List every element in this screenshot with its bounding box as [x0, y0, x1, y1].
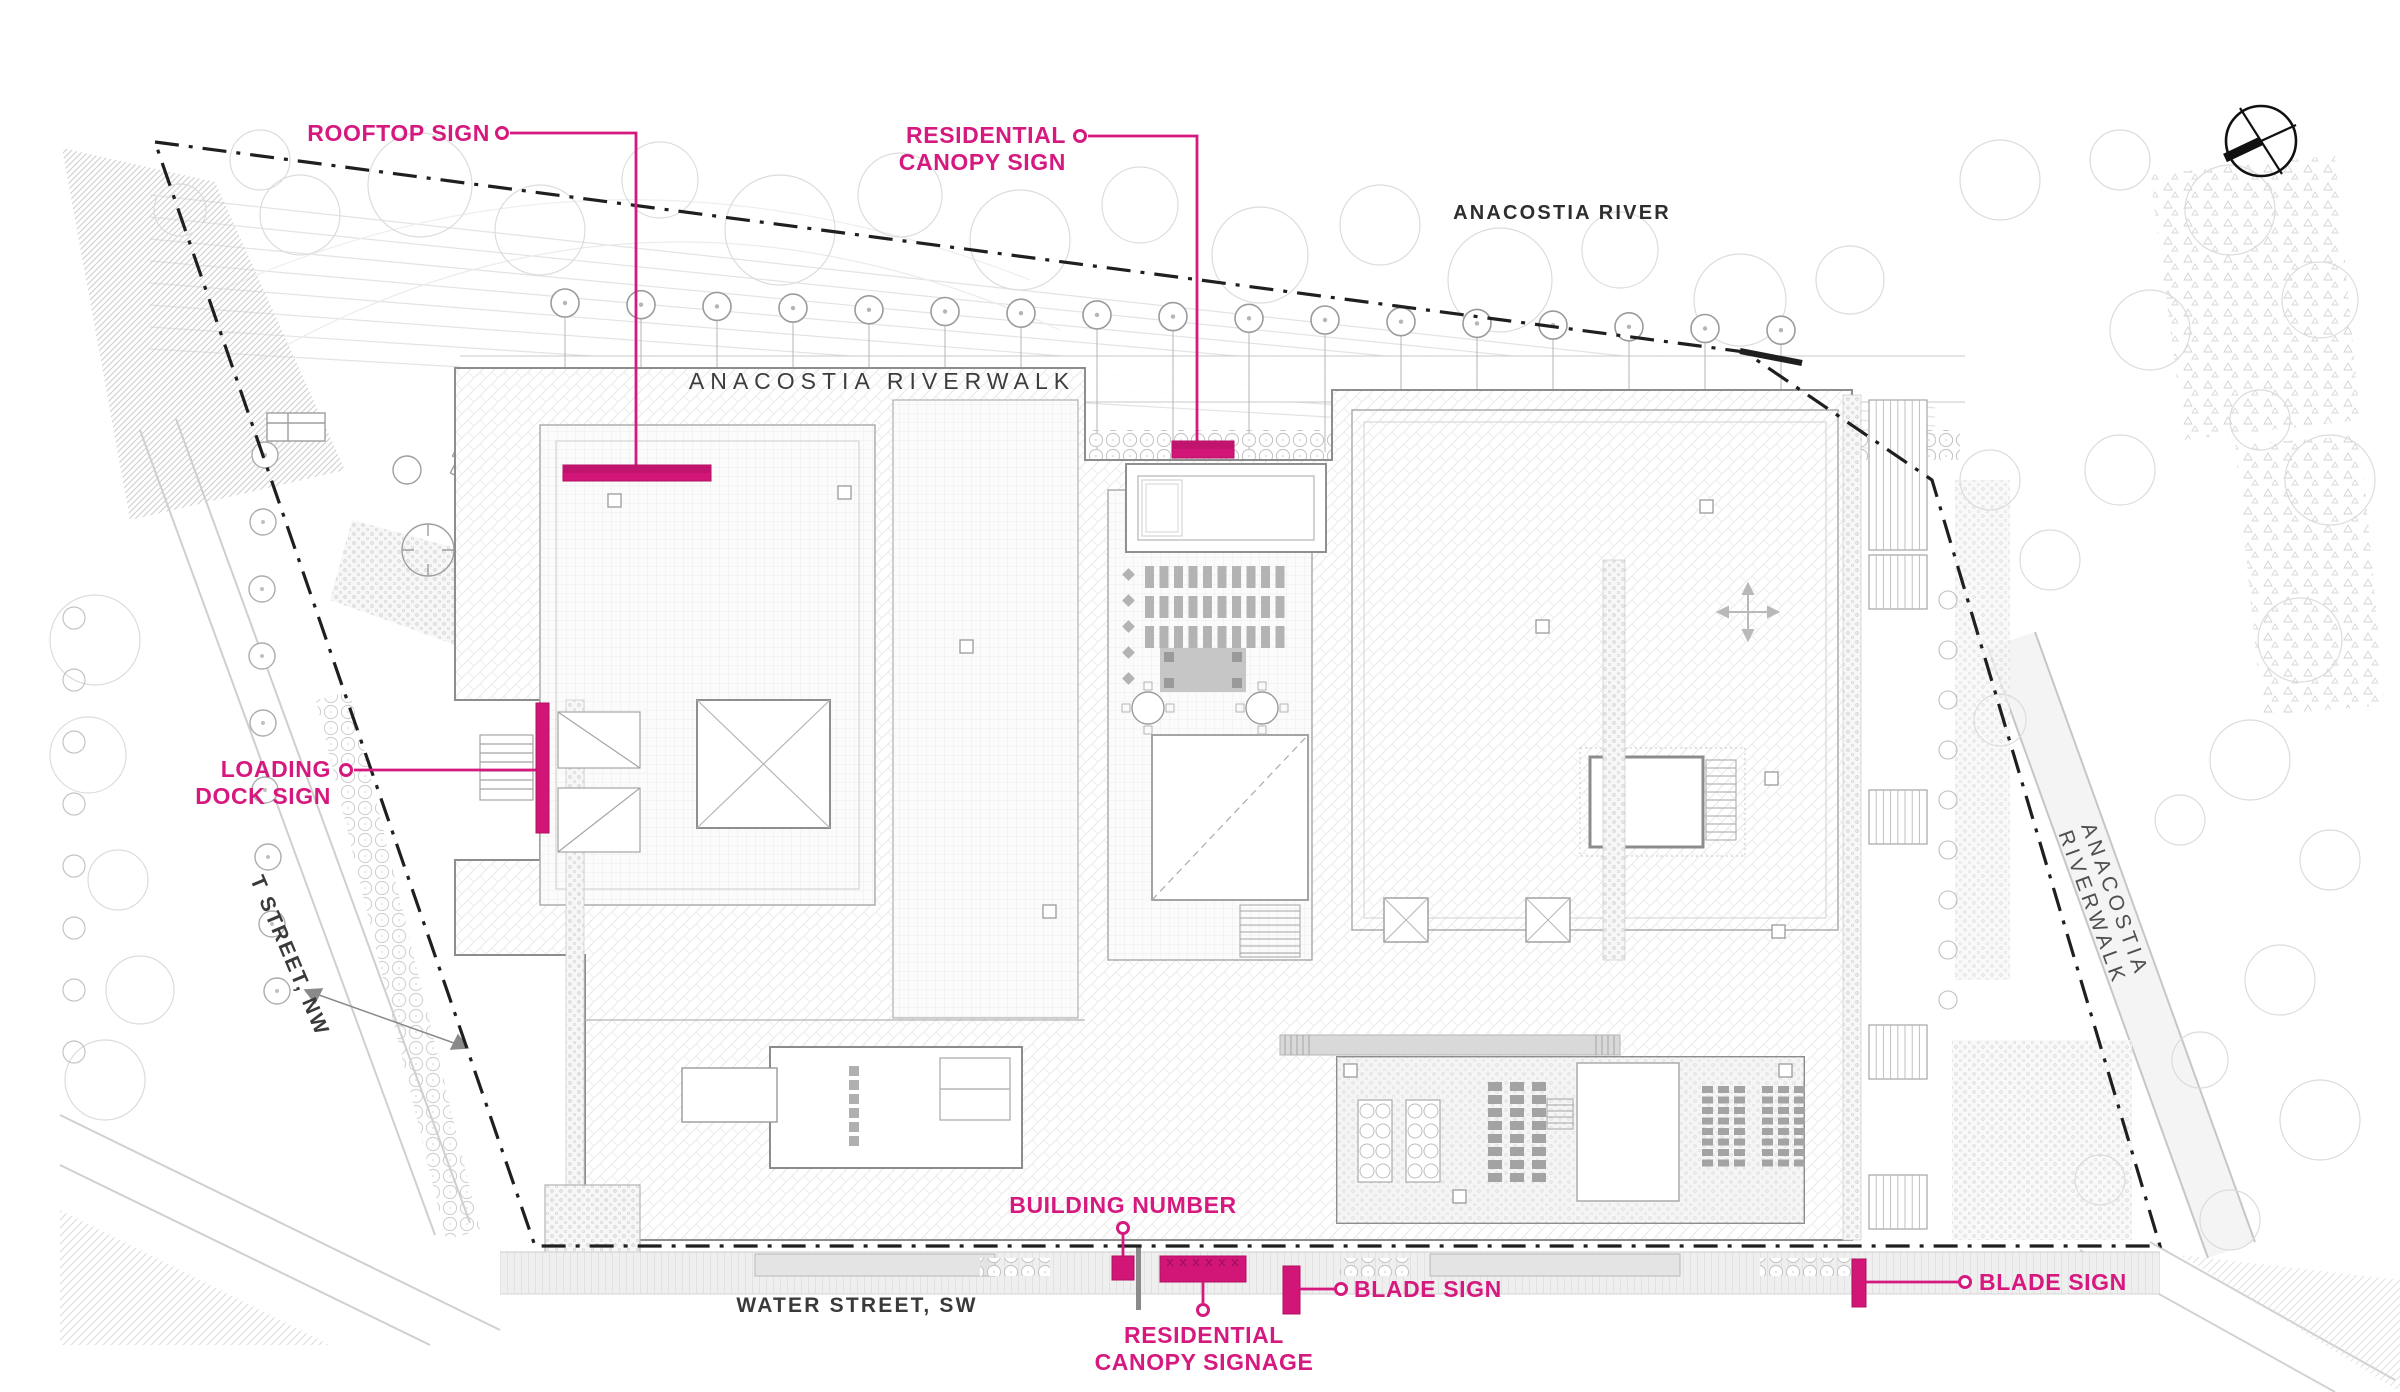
residential-canopy-sign-line1: RESIDENTIAL — [906, 122, 1066, 148]
t-street-dimension-arrow — [303, 988, 470, 1050]
building-number-label: BUILDING NUMBER — [1009, 1192, 1237, 1218]
residential-canopy-sign-marker — [1073, 129, 1235, 459]
loading-dock-sign-marker — [339, 702, 550, 834]
terrace-seating-a — [1488, 1082, 1546, 1182]
residential-canopy-signage-line1: RESIDENTIAL — [1124, 1322, 1284, 1348]
roof-vents — [607, 485, 1793, 1204]
right-landscape — [1952, 155, 2400, 1392]
east-planting-circles — [1938, 590, 1958, 1010]
east-balconies — [1868, 399, 1928, 1230]
blade-sign-left-label: BLADE SIGN — [1354, 1276, 1502, 1302]
blade-sign-left-marker — [1282, 1265, 1348, 1315]
rooftop-sign-label: ROOFTOP SIGN — [307, 120, 490, 146]
residential-canopy-sign-line2: CANOPY SIGN — [898, 149, 1066, 175]
loading-dock-sign-line2: DOCK SIGN — [195, 783, 331, 809]
tree-canopies — [49, 129, 2376, 1251]
north-arrow-icon — [2223, 104, 2298, 178]
round-tables — [1121, 681, 1441, 1183]
residential-canopy-signage-marker — [1159, 1255, 1247, 1317]
residential-canopy-signage-line2: CANOPY SIGNAGE — [1094, 1349, 1314, 1375]
blade-sign-right-label: BLADE SIGN — [1979, 1269, 2127, 1295]
left-slope-hatch — [62, 148, 500, 1240]
building-number-marker — [1111, 1221, 1135, 1281]
blade-sign-right-marker — [1851, 1258, 1972, 1308]
street-tree-row — [550, 288, 1796, 452]
building-roof-plan — [454, 367, 1862, 1261]
courtyard-planters — [849, 1066, 859, 1146]
anacostia-riverwalk-top-label: ANACOSTIA RIVERWALK — [688, 368, 1076, 394]
loading-dock-sign-line1: LOADING — [220, 756, 331, 782]
rooftop-sign-marker — [495, 126, 712, 482]
bottom-left-roads — [59, 1114, 501, 1346]
anacostia-river-label: ANACOSTIA RIVER — [1453, 202, 1671, 224]
property-boundary — [152, 140, 2163, 1248]
water-street-label: WATER STREET, SW — [736, 1294, 978, 1317]
water-street-sidewalk — [500, 1245, 2160, 1310]
far-left-trees — [62, 606, 86, 1064]
t-street-trees — [248, 441, 291, 1005]
signage-annotations — [339, 126, 1972, 1317]
terrace-seating-b — [1702, 1086, 1805, 1167]
